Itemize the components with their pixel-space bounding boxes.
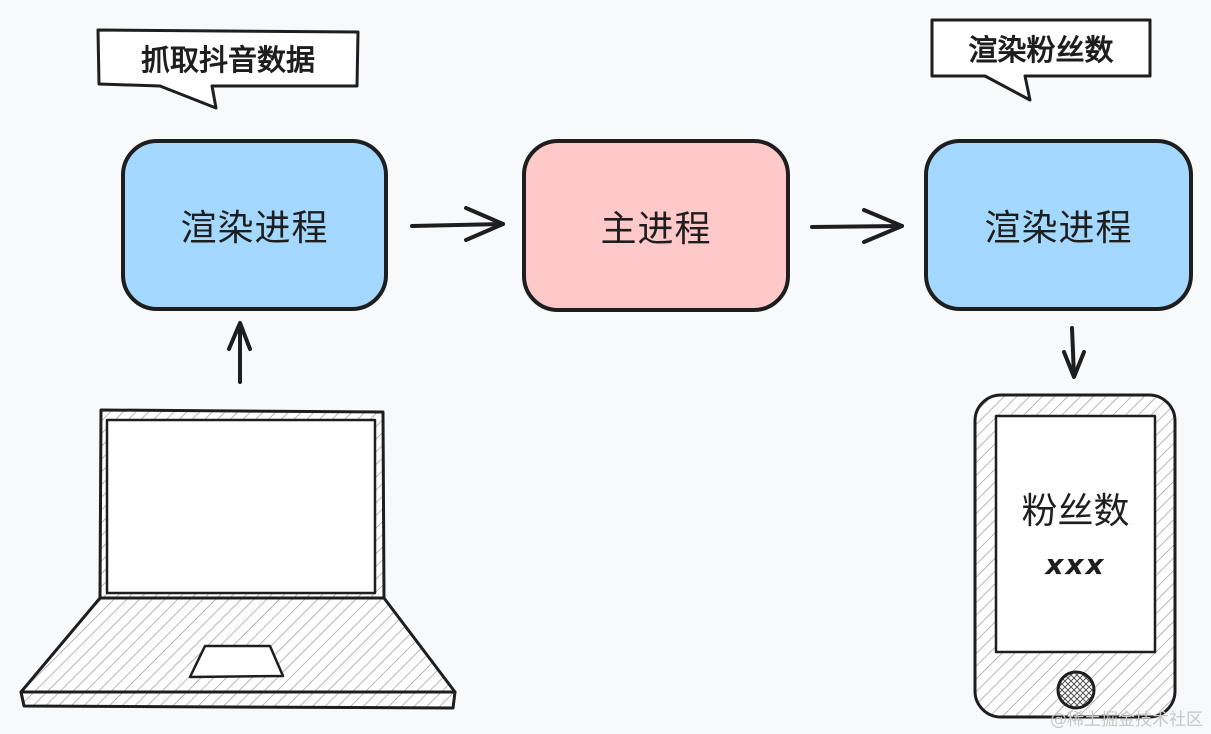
arrow-laptop-to-renderer [227, 321, 252, 384]
watermark-text: @稀土掘金技术社区 [1050, 710, 1203, 730]
callout-fetch-bubble [96, 28, 360, 110]
laptop-touchpad [188, 644, 285, 679]
renderer-node-left-box [121, 139, 388, 311]
callout-render-bubble [930, 18, 1152, 102]
callout-fetch-label: 抓取抖音数据 [140, 43, 315, 77]
phone-screen [994, 414, 1157, 654]
renderer-node-left-label: 渲染进程 [180, 208, 329, 249]
laptop-screen [105, 418, 377, 595]
phone-value-label: xxx [1045, 547, 1106, 581]
main-node-box [522, 139, 790, 312]
phone-home-button [1056, 670, 1096, 710]
renderer-node-right-label: 渲染进程 [984, 208, 1133, 249]
main-node-label: 主进程 [600, 208, 712, 250]
laptop-illustration [19, 408, 457, 710]
arrow-left-to-main [410, 206, 505, 242]
phone-title-label: 粉丝数 [1021, 491, 1130, 532]
arrow-main-to-right [810, 208, 904, 244]
phone-illustration [973, 393, 1177, 719]
renderer-node-right-box [924, 139, 1193, 311]
arrow-renderer-to-phone [1062, 326, 1086, 379]
callout-render-label: 渲染粉丝数 [968, 33, 1114, 67]
